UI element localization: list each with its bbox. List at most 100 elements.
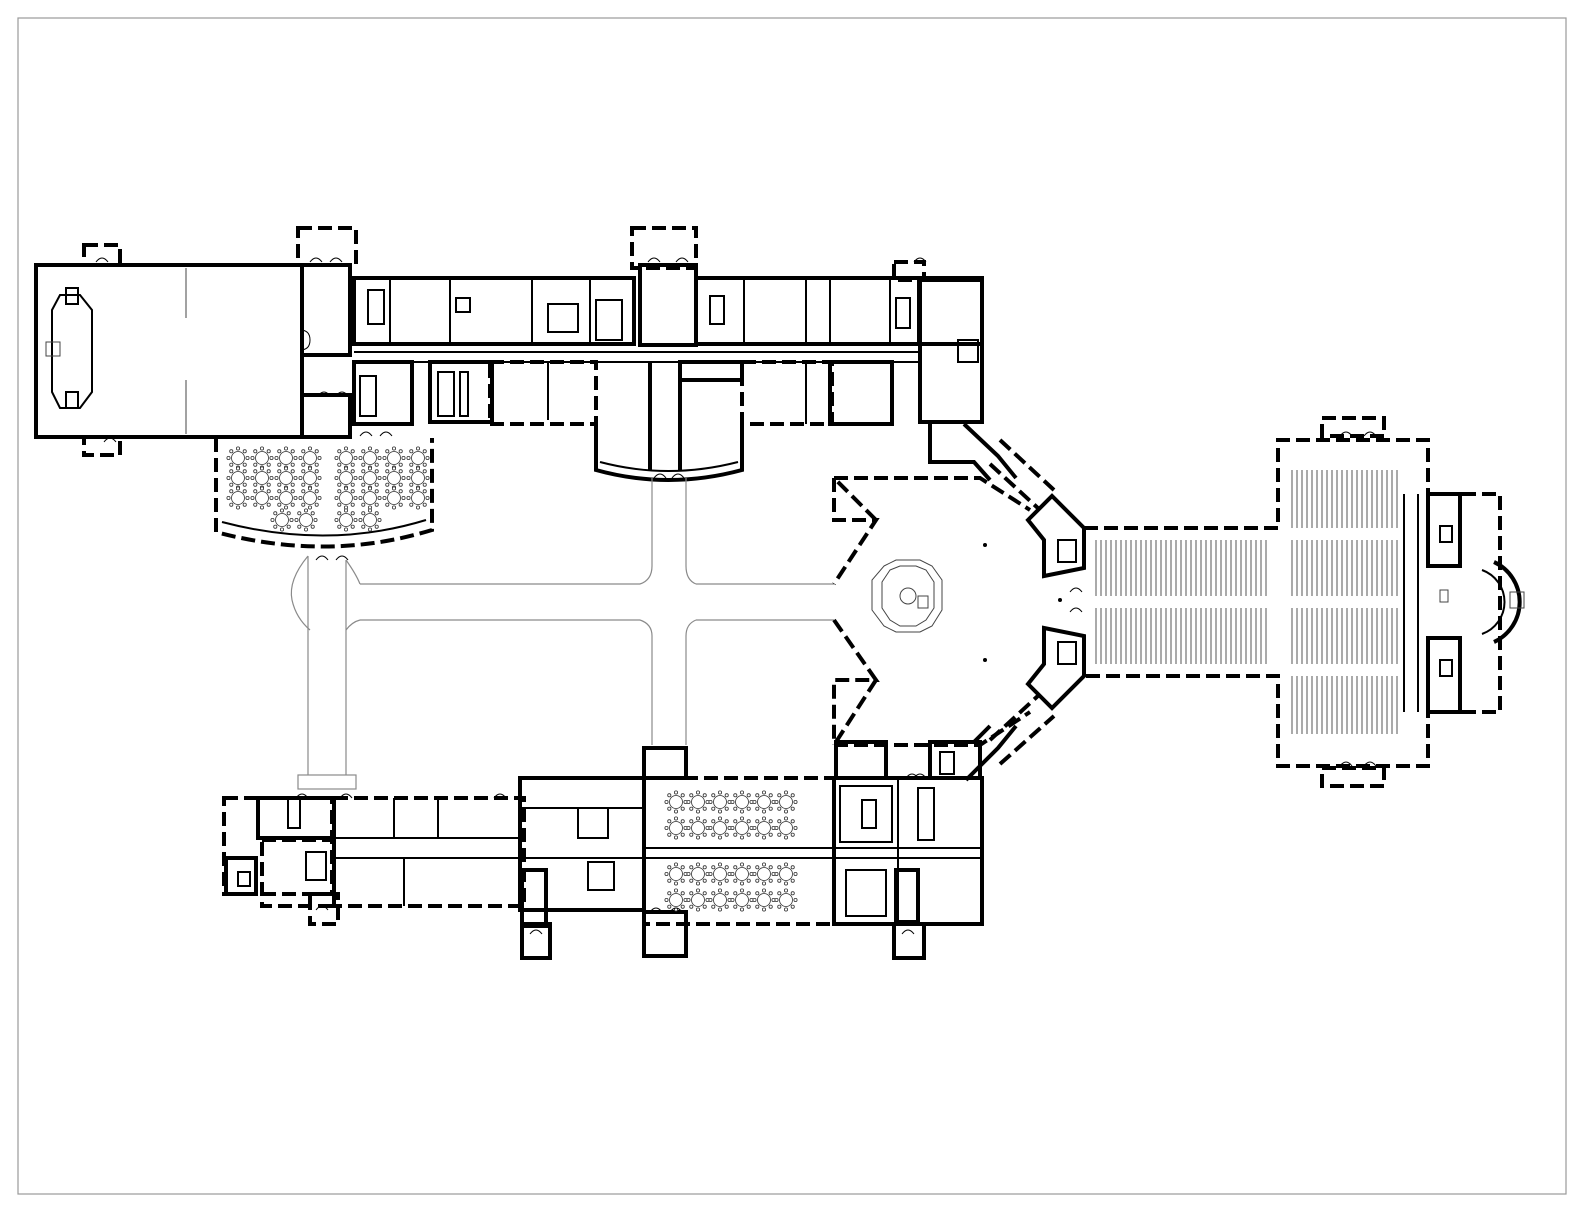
chair [711, 904, 716, 909]
chair [415, 505, 420, 510]
chair [350, 511, 355, 516]
chair [242, 502, 247, 507]
chair [740, 816, 745, 821]
chair [708, 800, 713, 805]
chair [337, 502, 342, 507]
chair [689, 819, 694, 824]
chair [762, 888, 767, 893]
chair [401, 475, 406, 480]
chair [398, 462, 403, 467]
chair [711, 832, 716, 837]
chair [269, 475, 274, 480]
chair [301, 489, 306, 494]
chair [755, 819, 760, 824]
chair [718, 907, 723, 912]
chair [337, 462, 342, 467]
chair [298, 475, 303, 480]
chair [374, 449, 379, 454]
chair [689, 865, 694, 870]
chair [755, 806, 760, 811]
round-table [299, 513, 313, 527]
chair [245, 495, 250, 500]
chair [277, 489, 282, 494]
chair [667, 819, 672, 824]
chair [696, 835, 701, 840]
door-swing [309, 257, 323, 263]
chair [385, 449, 390, 454]
chair [350, 449, 355, 454]
round-table [779, 795, 793, 809]
chair [425, 455, 430, 460]
door-swing [1069, 587, 1083, 593]
chair [686, 826, 691, 831]
chair [290, 462, 295, 467]
round-table [255, 451, 269, 465]
chair [422, 469, 427, 474]
chair [696, 907, 701, 912]
chair [385, 489, 390, 494]
chair [746, 832, 751, 837]
round-table [279, 471, 293, 485]
chair [266, 462, 271, 467]
chair [289, 518, 294, 523]
round-table [713, 867, 727, 881]
chair [724, 865, 729, 870]
chair [755, 832, 760, 837]
chair [398, 489, 403, 494]
door-swing [1363, 431, 1377, 437]
chair [768, 806, 773, 811]
north-wing [352, 226, 984, 426]
chair [733, 904, 738, 909]
chair [374, 469, 379, 474]
chair [784, 790, 789, 795]
chair [301, 502, 306, 507]
round-table [303, 491, 317, 505]
chair [334, 475, 339, 480]
chair [746, 904, 751, 909]
round-table [339, 451, 353, 465]
door-swing [329, 257, 343, 263]
chair [358, 495, 363, 500]
round-table [691, 821, 705, 835]
round-tables-south [664, 790, 798, 912]
chair [708, 872, 713, 877]
door-swing [653, 473, 667, 479]
chair [283, 466, 288, 471]
door-swing [913, 773, 927, 779]
chair [752, 800, 757, 805]
door-swing [901, 929, 915, 935]
chair [768, 891, 773, 896]
chair [689, 878, 694, 883]
chair [310, 524, 315, 529]
chair [696, 862, 701, 867]
chair [277, 449, 282, 454]
chair [409, 489, 414, 494]
chair [385, 462, 390, 467]
door-swing [359, 431, 373, 437]
chair [746, 819, 751, 824]
chair [793, 800, 798, 805]
chair [689, 904, 694, 909]
chair [242, 482, 247, 487]
chair [290, 449, 295, 454]
chair [409, 482, 414, 487]
chair [422, 482, 427, 487]
chair [250, 495, 255, 500]
chair [711, 891, 716, 896]
gymnasium [34, 243, 311, 457]
chair [259, 466, 264, 471]
round-table [279, 491, 293, 505]
chair [382, 495, 387, 500]
chair [343, 466, 348, 471]
chair [422, 462, 427, 467]
chair [784, 907, 789, 912]
chair [680, 793, 685, 798]
chair [259, 505, 264, 510]
chair [266, 449, 271, 454]
chair [768, 793, 773, 798]
chair [718, 835, 723, 840]
chair [718, 862, 723, 867]
chair [740, 835, 745, 840]
chair [740, 862, 745, 867]
chair [422, 489, 427, 494]
